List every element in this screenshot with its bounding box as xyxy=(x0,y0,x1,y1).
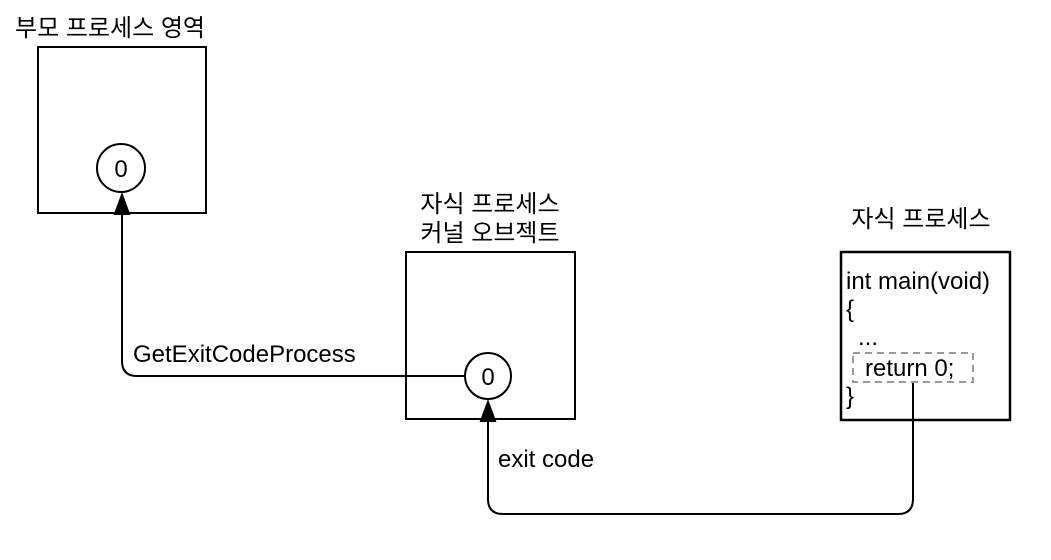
parent-exit-code-circle xyxy=(96,143,146,193)
code-line-close-brace: } xyxy=(846,383,854,410)
get-exit-code-arrowhead-icon xyxy=(113,192,131,215)
child-process-label: 자식 프로세스 xyxy=(851,206,990,233)
exit-code-arrowhead-icon xyxy=(479,399,497,422)
kernel-object-label-line2: 커널 오브젝트 xyxy=(420,220,559,247)
exit-code-arrow-line xyxy=(487,383,914,515)
parent-exit-code-value: 0 xyxy=(114,156,127,183)
code-line-open-brace: { xyxy=(846,296,854,323)
code-line-return: return 0; xyxy=(865,355,954,382)
code-line-int-main: int main(void) xyxy=(846,268,990,295)
exit-code-edge-label: exit code xyxy=(498,446,594,473)
code-line-ellipsis: ... xyxy=(858,324,878,351)
get-exit-code-edge-label: GetExitCodeProcess xyxy=(133,341,356,368)
kernel-exit-code-value: 0 xyxy=(481,364,494,391)
child-process-box xyxy=(839,250,1012,422)
kernel-object-label-line1: 자식 프로세스 xyxy=(420,191,559,218)
parent-process-label: 부모 프로세스 영역 xyxy=(15,15,205,42)
return-statement-highlight-box xyxy=(852,352,974,383)
get-exit-code-arrow-line xyxy=(121,213,465,377)
